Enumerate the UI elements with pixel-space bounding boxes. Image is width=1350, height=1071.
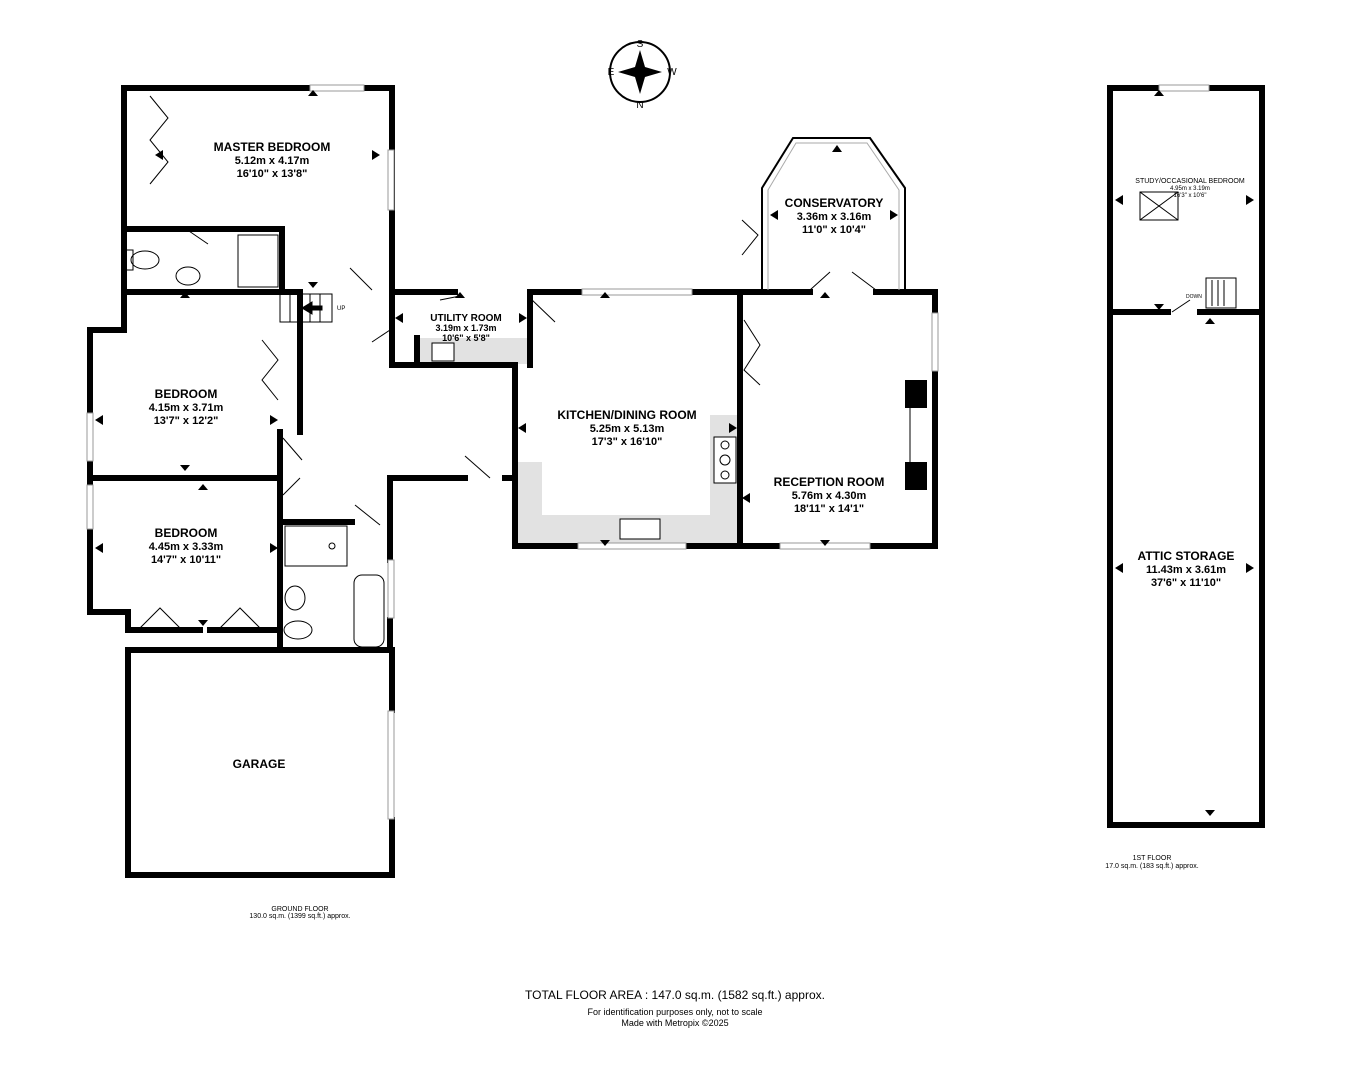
room-metric: 5.76m x 4.30m — [792, 490, 867, 502]
room-imperial: 37'6" x 11'10" — [1151, 577, 1221, 589]
stair-up-label: UP — [337, 306, 345, 312]
compass-n-label: N — [636, 100, 643, 111]
floor-area: 17.0 sq.m. (183 sq.ft.) approx. — [1105, 863, 1198, 870]
room-garage: GARAGE — [233, 757, 286, 771]
disclaimer: For identification purposes only, not to… — [588, 1007, 763, 1017]
compass-s-label: S — [637, 39, 644, 50]
room-metric: 11.43m x 3.61m — [1146, 564, 1226, 576]
room-bedroom-2: BEDROOM 4.45m x 3.33m 14'7" x 10'11" — [149, 526, 224, 566]
ground-floor-walls — [87, 85, 938, 878]
room-conservatory: CONSERVATORY 3.36m x 3.16m 11'0" x 10'4" — [785, 196, 884, 236]
compass-w-label: W — [667, 67, 677, 78]
room-name: STUDY/OCCASIONAL BEDROOM — [1135, 178, 1245, 185]
total-floor-area: TOTAL FLOOR AREA : 147.0 sq.m. (1582 sq.… — [525, 988, 825, 1002]
room-imperial: 16'10" x 13'8" — [237, 168, 308, 180]
compass: S N E W — [608, 39, 678, 111]
sanitary-fixtures — [125, 234, 385, 648]
room-imperial: 11'0" x 10'4" — [802, 224, 866, 236]
room-master-bedroom: MASTER BEDROOM 5.12m x 4.17m 16'10" x 13… — [214, 140, 331, 180]
room-imperial: 14'7" x 10'11" — [151, 554, 221, 566]
kitchen-worktops — [420, 338, 738, 543]
room-name: BEDROOM — [155, 387, 218, 401]
room-name: CONSERVATORY — [785, 196, 884, 210]
ground-floor-stairs — [279, 293, 333, 323]
room-metric: 4.95m x 3.19m — [1170, 186, 1210, 192]
footer: TOTAL FLOOR AREA : 147.0 sq.m. (1582 sq.… — [525, 988, 825, 1028]
room-kitchen: KITCHEN/DINING ROOM 5.25m x 5.13m 17'3" … — [557, 408, 696, 448]
room-name: GARAGE — [233, 757, 286, 771]
room-imperial: 18'11" x 14'1" — [794, 503, 864, 515]
room-reception: RECEPTION ROOM 5.76m x 4.30m 18'11" x 14… — [774, 475, 885, 515]
room-name: KITCHEN/DINING ROOM — [557, 408, 696, 422]
room-name: BEDROOM — [155, 526, 218, 540]
compass-e-label: E — [608, 67, 615, 78]
first-floor-caption: 1ST FLOOR 17.0 sq.m. (183 sq.ft.) approx… — [1105, 855, 1198, 870]
room-name: RECEPTION ROOM — [774, 475, 885, 489]
room-metric: 5.25m x 5.13m — [590, 423, 665, 435]
room-bedroom-1: BEDROOM 4.15m x 3.71m 13'7" x 12'2" — [149, 387, 224, 427]
room-imperial: 10'6" x 5'8" — [442, 333, 490, 343]
stair-down-label: DOWN — [1186, 294, 1202, 300]
room-metric: 5.12m x 4.17m — [235, 155, 310, 167]
floor-area: 130.0 sq.m. (1399 sq.ft.) approx. — [249, 913, 350, 920]
room-marker-arrows — [95, 90, 1254, 816]
room-imperial: 17'3" x 16'10" — [592, 436, 663, 448]
room-metric: 4.15m x 3.71m — [149, 402, 224, 414]
credit: Made with Metropix ©2025 — [621, 1018, 728, 1028]
ground-floor-caption: GROUND FLOOR 130.0 sq.m. (1399 sq.ft.) a… — [249, 906, 350, 920]
room-name: UTILITY ROOM — [430, 313, 501, 324]
room-study: STUDY/OCCASIONAL BEDROOM 4.95m x 3.19m 1… — [1135, 178, 1245, 199]
room-metric: 4.45m x 3.33m — [149, 541, 224, 553]
first-floor-walls — [1107, 84, 1265, 828]
room-metric: 3.19m x 1.73m — [435, 323, 496, 333]
floor-label: 1ST FLOOR — [1133, 855, 1172, 862]
room-utility: UTILITY ROOM 3.19m x 1.73m 10'6" x 5'8" — [430, 313, 501, 343]
room-name: MASTER BEDROOM — [214, 140, 331, 154]
room-imperial: 16'3" x 10'6" — [1174, 193, 1207, 199]
room-name: ATTIC STORAGE — [1138, 549, 1235, 563]
floor-label: GROUND FLOOR — [271, 906, 328, 913]
room-metric: 3.36m x 3.16m — [797, 211, 872, 223]
conservatory-outline — [761, 137, 906, 290]
room-attic: ATTIC STORAGE 11.43m x 3.61m 37'6" x 11'… — [1138, 549, 1235, 589]
room-imperial: 13'7" x 12'2" — [154, 415, 219, 427]
